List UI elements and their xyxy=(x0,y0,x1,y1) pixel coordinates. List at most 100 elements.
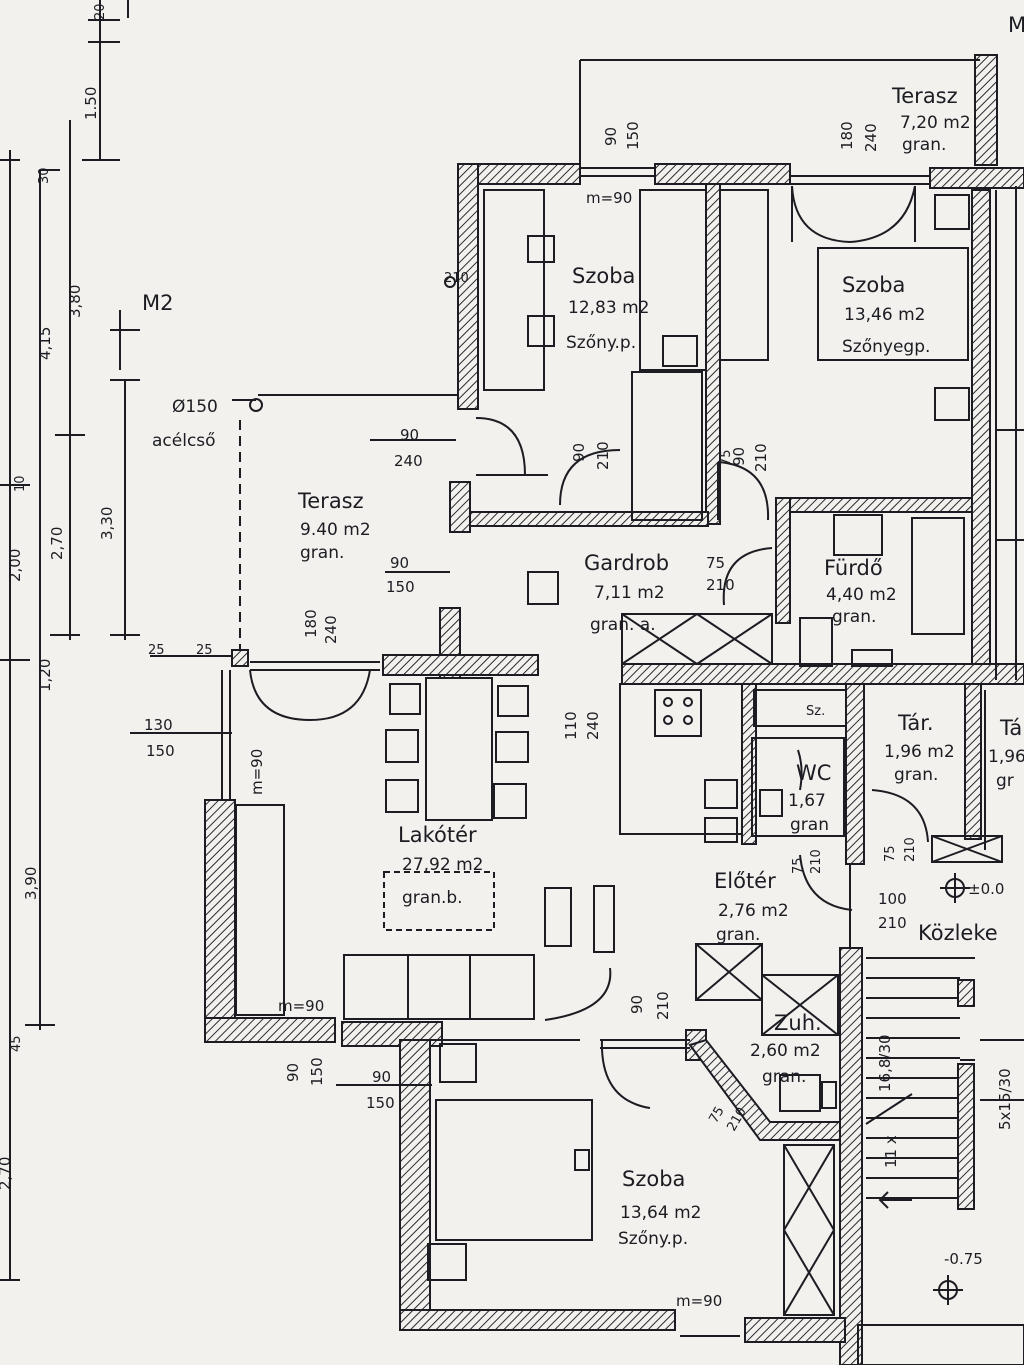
opening-3-width: 90 xyxy=(602,127,620,146)
opening-14-height: 150 xyxy=(308,1057,326,1086)
room-tar-1-name: Tár. xyxy=(897,711,934,735)
opening-6-height: 240 xyxy=(322,615,340,644)
room-szoba-1-material: Szőny.p. xyxy=(566,333,636,353)
room-lakoter-material: gran.b. xyxy=(402,888,463,908)
stair-label-1: 16,8/30 xyxy=(876,1034,894,1092)
opening-15-width: 75 xyxy=(706,1104,727,1126)
room-szoba-3-area: 13,64 m2 xyxy=(620,1203,701,1223)
opening-7-height: 240 xyxy=(584,711,602,740)
room-terasz-top-area: 7,20 m2 xyxy=(900,113,971,133)
dim-v12: 45 xyxy=(9,1035,24,1052)
dim-v4: 3,30 xyxy=(98,507,116,540)
room-wc-area: 1,67 xyxy=(788,791,826,811)
dim-v1: 1.50 xyxy=(82,87,100,120)
room-eloter-name: Előtér xyxy=(714,869,776,893)
pillar-size-label: Ø150 xyxy=(172,397,218,417)
opening-19-width: 75 xyxy=(719,449,734,466)
window-height-top: m=90 xyxy=(586,189,632,207)
opening-2-height: 150 xyxy=(386,578,415,596)
room-terasz-top-name: Terasz xyxy=(891,84,958,108)
window-height-living: m=90 xyxy=(278,997,324,1015)
room-gardrob-name: Gardrob xyxy=(584,551,669,575)
window-height-bottom: m=90 xyxy=(676,1292,722,1310)
dim-v9: 2,70 xyxy=(0,1157,14,1190)
room-tar-2-material: gr xyxy=(996,771,1014,791)
room-szoba-1-area: 12,83 m2 xyxy=(568,298,649,318)
labels: Szoba 12,83 m2 Szőny.p. Szoba 13,46 m2 S… xyxy=(0,3,1024,1310)
dim-v6: 2,00 xyxy=(6,549,24,582)
opening-16-height: 150 xyxy=(366,1094,395,1112)
room-tar-2-name: Tá xyxy=(999,716,1022,740)
dim-v7: 1,20 xyxy=(36,659,54,692)
room-gardrob-material: gran. a. xyxy=(590,615,656,635)
room-terasz-name: Terasz xyxy=(297,489,364,513)
opening-3-height: 150 xyxy=(624,121,642,150)
dim-v10: 30 xyxy=(37,167,52,184)
room-zuh-area: 2,60 m2 xyxy=(750,1041,821,1061)
room-zuh-name: Zuh. xyxy=(774,1011,822,1035)
level-zero-label: ±0.0 xyxy=(968,880,1004,898)
room-zuh-material: gran. xyxy=(762,1067,806,1087)
room-szoba-3-material: Szőny.p. xyxy=(618,1229,688,1249)
opening-9-width: 75 xyxy=(706,554,725,572)
dim-v8: 3,90 xyxy=(22,867,40,900)
room-terasz-top-material: gran. xyxy=(902,135,946,155)
room-lakoter-area: 27,92 m2 xyxy=(402,855,483,875)
dim-v2: 4,15 xyxy=(36,327,54,360)
opening-10-width: 100 xyxy=(878,890,907,908)
flue-label: Sz. xyxy=(806,704,825,719)
opening-5-width: 75 xyxy=(791,857,806,874)
opening-9-height: 210 xyxy=(706,576,735,594)
stair-label-2: 5x15/30 xyxy=(996,1068,1014,1130)
room-szoba-2-name: Szoba xyxy=(842,273,905,297)
opening-17-width: 180 xyxy=(838,121,856,150)
opening-5-height: 210 xyxy=(809,849,824,874)
opening-14-width: 90 xyxy=(284,1063,302,1082)
window-height-left: m=90 xyxy=(248,749,266,795)
opening-4-height: 210 xyxy=(594,441,612,470)
stair-label-3: 11 x xyxy=(882,1135,900,1168)
room-furdo-area: 4,40 m2 xyxy=(826,585,897,605)
walls xyxy=(204,54,1024,1365)
room-furdo-name: Fürdő xyxy=(824,556,883,580)
room-szoba-1-name: Szoba xyxy=(572,264,635,288)
opening-19-height: 210 xyxy=(444,271,469,286)
opening-18-height: 25 xyxy=(196,643,213,658)
room-furdo-material: gran. xyxy=(832,607,876,627)
dim-v3: 3,80 xyxy=(66,285,84,318)
room-terasz-material: gran. xyxy=(300,543,344,563)
opening-4-width: 90 xyxy=(570,443,588,462)
room-lakoter-name: Lakótér xyxy=(398,823,477,847)
level-negative-label: -0.75 xyxy=(944,1250,983,1268)
opening-13-width: 90 xyxy=(628,995,646,1014)
room-terasz-area: 9.40 m2 xyxy=(300,520,371,540)
room-szoba-3-name: Szoba xyxy=(622,1167,685,1191)
corner-mark: M xyxy=(1008,13,1024,37)
opening-17-height: 240 xyxy=(862,123,880,152)
room-tar-1-material: gran. xyxy=(894,765,938,785)
opening-1-width: 90 xyxy=(400,426,419,444)
opening-2-width: 90 xyxy=(390,554,409,572)
opening-11-height: 210 xyxy=(903,837,918,862)
room-gardrob-area: 7,11 m2 xyxy=(594,583,665,603)
dim-v11: 10 xyxy=(13,475,28,492)
opening-12-width: 90 xyxy=(730,447,748,466)
room-wc-name: WC xyxy=(796,761,831,785)
opening-1-height: 240 xyxy=(394,452,423,470)
dim-v5: 2,70 xyxy=(48,527,66,560)
opening-8-height: 150 xyxy=(146,742,175,760)
opening-7-width: 110 xyxy=(562,711,580,740)
room-tar-2-area: 1,96 xyxy=(988,747,1024,767)
opening-6-width: 180 xyxy=(302,609,320,638)
room-eloter-area: 2,76 m2 xyxy=(718,901,789,921)
room-kozlekedo-name: Közleke xyxy=(918,921,998,945)
opening-16-width: 90 xyxy=(372,1068,391,1086)
opening-8-width: 130 xyxy=(144,716,173,734)
opening-11-width: 75 xyxy=(883,845,898,862)
opening-13-height: 210 xyxy=(654,991,672,1020)
opening-12-height: 210 xyxy=(752,443,770,472)
room-szoba-2-area: 13,46 m2 xyxy=(844,305,925,325)
room-eloter-material: gran. xyxy=(716,925,760,945)
